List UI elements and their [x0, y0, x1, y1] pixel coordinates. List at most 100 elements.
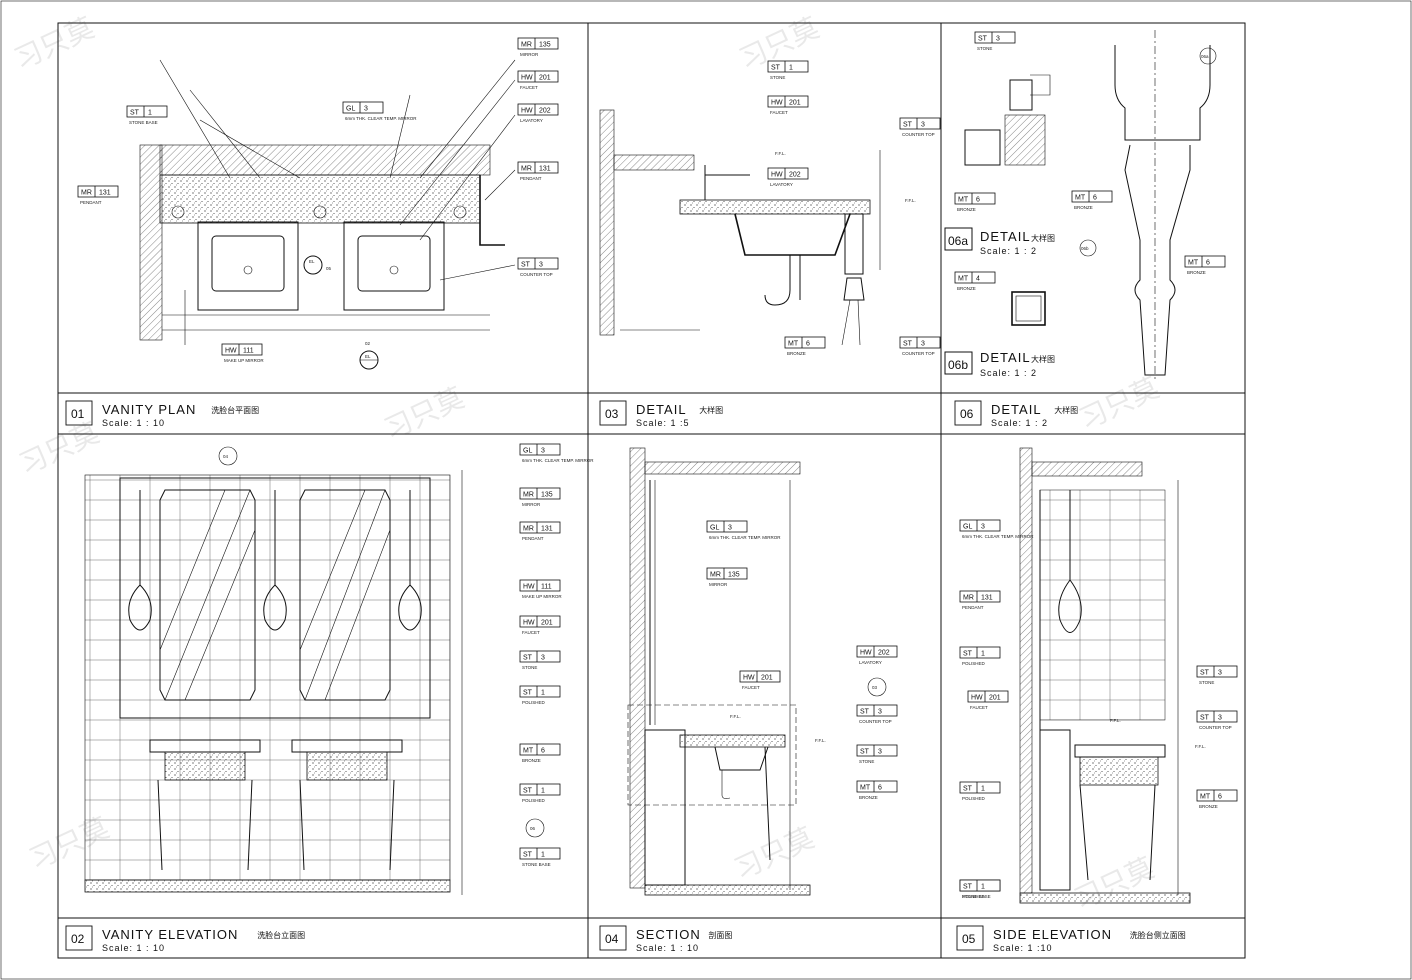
material-code: ST	[523, 852, 533, 859]
material-code: ST	[903, 122, 913, 129]
watermark: 习只莫	[729, 821, 819, 886]
panel-scale: Scale: 1 :5	[636, 418, 690, 428]
material-number: 3	[981, 524, 985, 531]
material-description: BRONZE	[1199, 804, 1218, 809]
material-description: STONE	[977, 46, 992, 51]
material-code: MT	[1200, 794, 1211, 801]
panel-title: VANITY ELEVATION	[102, 927, 238, 942]
material-number: 6	[976, 197, 980, 204]
material-code: MR	[521, 42, 532, 49]
material-number: 3	[541, 448, 545, 455]
pendant-lamp	[128, 490, 422, 631]
panel-title-cn: 洗脸台侧立面图	[1130, 930, 1186, 940]
material-number: 1	[148, 110, 152, 117]
detail-scale: Scale: 1 : 2	[980, 246, 1037, 256]
material-number: 1	[981, 786, 985, 793]
detail-num: 06b	[948, 358, 968, 372]
material-description: FAUCET	[520, 85, 538, 90]
material-description: PENDANT	[520, 176, 542, 181]
material-description: MAKE UP MIRROR	[522, 594, 562, 599]
detail-title-cn: 大样图	[1031, 233, 1055, 243]
material-description: BRONZE	[859, 795, 878, 800]
material-code: HW	[521, 108, 533, 115]
material-description: COUNTER TOP	[859, 719, 892, 724]
detail-06b-title: 06b DETAIL 大样图 Scale: 1 : 2	[944, 350, 1055, 378]
watermark: 习只莫	[379, 381, 469, 446]
material-code: HW	[523, 620, 535, 627]
material-code: GL	[963, 524, 972, 531]
material-description: PENDANT	[80, 200, 102, 205]
ffl-marker: F.F.L.	[775, 151, 786, 156]
material-number: 6	[1206, 260, 1210, 267]
panel-scale: Scale: 1 : 10	[102, 943, 165, 953]
material-number: 3	[541, 655, 545, 662]
material-code: GL	[523, 448, 532, 455]
material-code: MR	[523, 526, 534, 533]
material-number: 3	[921, 341, 925, 348]
material-code: ST	[963, 884, 973, 891]
material-description: LAVATORY	[520, 118, 543, 123]
panel-scale: Scale: 1 : 2	[991, 418, 1048, 428]
material-code: ST	[771, 65, 781, 72]
panel-number: 03	[605, 407, 619, 421]
material-description: POLISHED	[962, 796, 986, 801]
material-number: 201	[761, 675, 773, 682]
material-code: ST	[521, 262, 531, 269]
ffl-marker: F.F.L.	[730, 714, 741, 719]
material-code: MT	[1075, 195, 1086, 202]
material-description: COUNTER TOP	[520, 272, 553, 277]
watermark: 习只莫	[14, 416, 104, 481]
material-number: 1	[541, 852, 545, 859]
el-callout-label: EL	[365, 354, 371, 359]
ffl-marker: F.F.L.	[1195, 744, 1206, 749]
panel-scale: Scale: 1 :10	[993, 943, 1053, 953]
material-number: 201	[541, 620, 553, 627]
material-description: POLISHED	[522, 700, 546, 705]
material-code: ST	[523, 788, 533, 795]
material-code: ST	[130, 110, 140, 117]
panel-number: 04	[605, 932, 619, 946]
material-number: 202	[878, 650, 890, 657]
detail-title: DETAIL	[980, 229, 1031, 244]
material-description: POLISHED	[962, 894, 986, 899]
material-description: LAVATORY	[859, 660, 882, 665]
material-number: 131	[539, 166, 551, 173]
material-number: 3	[364, 106, 368, 113]
material-code: ST	[523, 655, 533, 662]
material-code: GL	[710, 525, 719, 532]
material-number: 4	[976, 276, 980, 283]
material-description: FAUCET	[522, 630, 540, 635]
material-description: FAUCET	[970, 705, 988, 710]
material-code: HW	[771, 100, 783, 107]
material-description: BRONZE	[787, 351, 806, 356]
material-number: 131	[981, 595, 993, 602]
material-description: STONE BASE	[522, 862, 551, 867]
material-description: MAKE UP MIRROR	[224, 358, 264, 363]
material-description: BRONZE	[1187, 270, 1206, 275]
panel-number: 02	[71, 932, 85, 946]
material-code: HW	[521, 75, 533, 82]
